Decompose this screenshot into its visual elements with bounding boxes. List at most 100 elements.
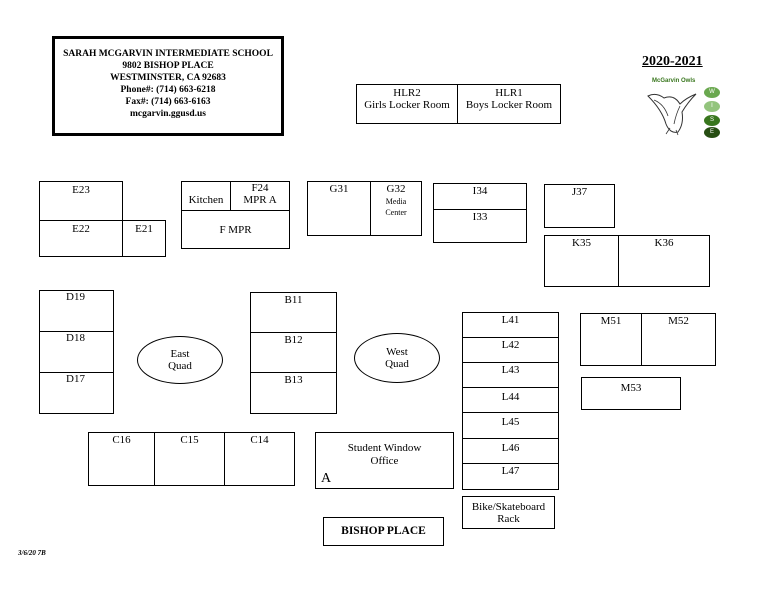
room-l42[interactable]: L42 — [462, 337, 559, 363]
logo-text: McGarvin Owls — [652, 78, 696, 84]
room-label: C14 — [250, 434, 269, 446]
room-l44[interactable]: L44 — [462, 387, 559, 413]
room-d17[interactable]: D17 — [39, 372, 114, 414]
room-label: G32 — [386, 183, 406, 195]
owl-logo: McGarvin Owls W I S E — [640, 76, 720, 138]
room-l43[interactable]: L43 — [462, 362, 559, 388]
quad-sublabel: Quad — [168, 360, 192, 372]
bike-skateboard-rack[interactable]: Bike/Skateboard Rack — [462, 496, 555, 529]
room-l47[interactable]: L47 — [462, 463, 559, 490]
room-label: F MPR — [219, 224, 252, 236]
logo-letter-i: I — [704, 101, 720, 112]
room-office-a[interactable]: Student Window Office A — [315, 432, 454, 489]
school-info-box: SARAH MCGARVIN INTERMEDIATE SCHOOL 9802 … — [52, 36, 284, 136]
room-g31[interactable]: G31 — [307, 181, 371, 236]
room-b11[interactable]: B11 — [250, 292, 337, 333]
room-c15[interactable]: C15 — [154, 432, 225, 486]
street-label: BISHOP PLACE — [341, 525, 426, 537]
logo-letter-s: S — [704, 115, 720, 126]
room-sublabel: Center — [385, 208, 407, 217]
room-e23[interactable]: E23 — [39, 181, 123, 221]
room-label: K36 — [654, 237, 674, 249]
room-m51[interactable]: M51 — [580, 313, 642, 366]
room-label: B13 — [284, 374, 303, 386]
room-label: I33 — [472, 211, 488, 223]
room-k36[interactable]: K36 — [618, 235, 710, 287]
room-label: I34 — [472, 185, 488, 197]
room-l45[interactable]: L45 — [462, 412, 559, 439]
room-label: Kitchen — [188, 194, 224, 206]
room-label: L44 — [501, 391, 520, 403]
room-sublabel: MPR A — [243, 194, 277, 206]
east-quad[interactable]: East Quad — [137, 336, 223, 384]
room-label: Student Window — [347, 442, 422, 454]
school-phone: Phone#: (714) 663-6218 — [120, 85, 216, 95]
room-m53[interactable]: M53 — [581, 377, 681, 410]
room-label: M52 — [668, 315, 689, 327]
room-label: L47 — [501, 465, 520, 477]
room-label: HLR2 — [393, 87, 421, 99]
rack-sublabel: Rack — [497, 513, 520, 525]
room-g32[interactable]: G32 Media Center — [370, 181, 422, 236]
room-sublabel: Girls Locker Room — [364, 99, 450, 111]
school-name: SARAH MCGARVIN INTERMEDIATE SCHOOL — [63, 49, 273, 59]
room-label: J37 — [571, 186, 588, 198]
building-letter: A — [321, 471, 332, 486]
room-label: D19 — [66, 291, 85, 303]
room-hlr2[interactable]: HLR2 Girls Locker Room — [356, 84, 458, 124]
west-quad[interactable]: West Quad — [354, 333, 440, 383]
room-label: M53 — [620, 382, 642, 394]
room-i34[interactable]: I34 — [433, 183, 527, 210]
room-label: B12 — [284, 334, 303, 346]
room-d19[interactable]: D19 — [39, 290, 114, 332]
room-label: D17 — [66, 373, 85, 385]
room-label: L43 — [501, 364, 520, 376]
room-f-mpr[interactable]: F MPR — [181, 210, 290, 249]
room-label: C15 — [180, 434, 199, 446]
room-label: E23 — [72, 184, 90, 196]
room-label: G31 — [329, 183, 349, 195]
room-label: L41 — [501, 314, 520, 326]
room-label: HLR1 — [495, 87, 523, 99]
room-label: F24 — [251, 182, 269, 194]
room-label: L45 — [501, 416, 520, 428]
logo-letter-e: E — [704, 127, 720, 138]
room-c16[interactable]: C16 — [88, 432, 155, 486]
room-k35[interactable]: K35 — [544, 235, 619, 287]
room-hlr1[interactable]: HLR1 Boys Locker Room — [457, 84, 561, 124]
room-j37[interactable]: J37 — [544, 184, 615, 228]
room-label: M51 — [600, 315, 622, 327]
quad-label: East — [170, 348, 190, 360]
school-website: mcgarvin.ggusd.us — [129, 109, 206, 119]
room-m52[interactable]: M52 — [641, 313, 716, 366]
room-e22[interactable]: E22 — [39, 220, 123, 257]
owl-icon — [647, 93, 697, 136]
room-c14[interactable]: C14 — [224, 432, 295, 486]
school-year: 2020-2021 — [642, 54, 703, 69]
quad-sublabel: Quad — [385, 358, 409, 370]
room-label: E22 — [72, 223, 90, 235]
quad-label: West — [386, 346, 408, 358]
room-label: K35 — [572, 237, 591, 249]
room-label: B11 — [284, 294, 303, 306]
room-b12[interactable]: B12 — [250, 332, 337, 373]
school-address: 9802 BISHOP PLACE — [122, 61, 214, 71]
room-kitchen[interactable]: Kitchen — [181, 181, 231, 211]
room-e21[interactable]: E21 — [122, 220, 166, 257]
room-b13[interactable]: B13 — [250, 372, 337, 414]
date-stamp: 3/6/20 7B — [18, 549, 46, 557]
room-sublabel: Office — [370, 455, 399, 467]
school-fax: Fax#: (714) 663-6163 — [125, 97, 211, 107]
room-label: L46 — [501, 442, 520, 454]
room-i33[interactable]: I33 — [433, 209, 527, 243]
room-l46[interactable]: L46 — [462, 438, 559, 464]
room-l41[interactable]: L41 — [462, 312, 559, 338]
room-d18[interactable]: D18 — [39, 331, 114, 373]
room-label: L42 — [501, 339, 520, 351]
school-city: WESTMINSTER, CA 92683 — [110, 73, 226, 83]
room-label: E21 — [135, 223, 153, 235]
logo-letter-w: W — [704, 87, 720, 98]
room-label: C16 — [112, 434, 131, 446]
room-sublabel: Media — [385, 197, 407, 206]
room-f24[interactable]: F24 MPR A — [230, 181, 290, 211]
